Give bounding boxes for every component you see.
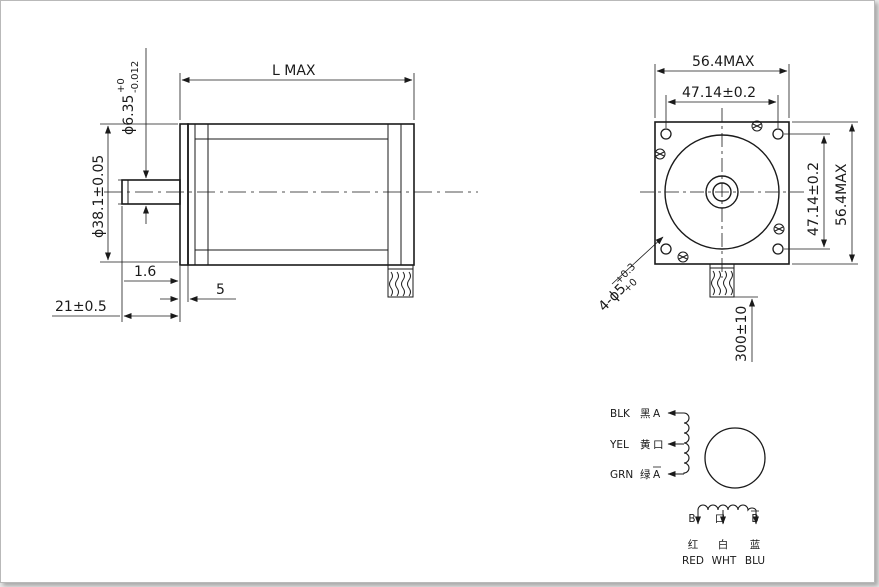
lead-blk-phase: A [653,408,661,420]
flange-outline [179,123,189,266]
mounting-holes [660,128,784,255]
wiring-diagram [668,412,766,520]
lead-blu-color: BLU [745,555,765,567]
side-view [52,48,478,322]
lead-blu-phase: B [751,513,758,525]
lead-yel-color: YEL [609,439,629,451]
lead-yel-phase: 口 [653,439,664,451]
screw-heads [654,120,785,263]
front-view [611,64,858,362]
coil-b [697,504,757,512]
rotor-symbol [704,427,766,489]
shaft-tol-upper: +0 [116,78,127,93]
shaft-dia-label: ϕ6.35 [121,95,137,135]
lead-blu-cn: 蓝 [750,539,761,551]
left-lead-labels: BLK 黑 A YEL 黄 口 GRN 绿 A [609,408,664,481]
lead-wht-color: WHT [712,555,737,567]
pilot-dia-label: ϕ38.1±0.05 [91,155,107,238]
lead-red-color: RED [682,555,704,567]
lead-blk-cn: 黑 [640,408,651,420]
lead-wht-phase: 口 [715,513,726,525]
coil-a [683,412,690,475]
lead-wht-cn: 白 [718,538,729,551]
hole-pitch-h-label: 47.14±0.2 [682,85,756,101]
lead-red-phase: B [688,513,695,525]
flange-thickness-label: 5 [216,282,225,298]
motor-body-outline [187,123,415,266]
lead-red-cn: 红 [688,538,699,551]
width-label: 56.4MAX [692,54,755,70]
front-lead-wires [709,263,735,298]
lead-blk-color: BLK [610,408,631,420]
shaft-tol-lower: -0.012 [130,61,141,93]
hole-leader-line [611,236,664,285]
length-label: L MAX [272,63,316,79]
hole-pitch-v-label: 47.14±0.2 [806,162,822,236]
lead-yel-cn: 黄 [640,438,651,451]
lead-length-label: 300±10 [734,306,750,362]
height-label: 56.4MAX [834,163,850,226]
lead-grn-color: GRN [610,469,633,481]
shaft-length-label: 21±0.5 [55,299,107,315]
lead-grn-phase: A [653,469,661,481]
pilot-depth-label: 1.6 [134,264,156,280]
bottom-lead-labels: B 红 RED 口 白 WHT B 蓝 BLU [682,510,765,567]
side-lead-wires [387,264,414,298]
lead-grn-cn: 绿 [640,468,651,481]
